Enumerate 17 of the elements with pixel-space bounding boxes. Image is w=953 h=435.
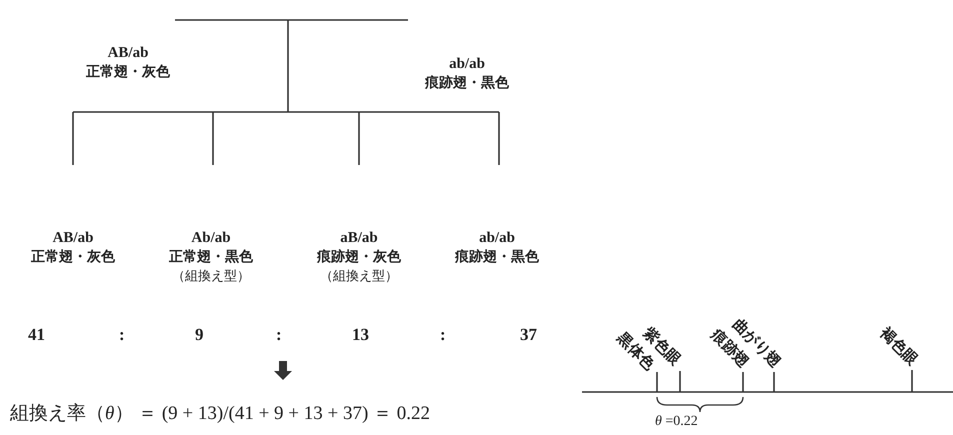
ratio-colon: : bbox=[276, 325, 282, 345]
offspring-label: ab/ab 痕跡翅・黒色 bbox=[455, 229, 539, 267]
map-distance-label: θ =0.22 bbox=[655, 414, 698, 430]
offspring-label: aB/ab 痕跡翅・灰色 （組換え型） bbox=[317, 229, 401, 286]
parent-label: AB/ab 正常翅・灰色 bbox=[86, 44, 170, 82]
cross-tree-line bbox=[72, 19, 500, 166]
count-number: 37 bbox=[520, 325, 537, 345]
count-number: 9 bbox=[195, 325, 204, 345]
count-number: 41 bbox=[28, 325, 45, 345]
gene-name: 褐色眼 bbox=[876, 324, 922, 368]
parent-label: ab/ab 痕跡翅・黒色 bbox=[425, 55, 509, 93]
offspring-label: AB/ab 正常翅・灰色 bbox=[31, 229, 115, 267]
count-number: 13 bbox=[352, 325, 369, 345]
formula: 組換え率（θ） ＝ (9 + 13)/(41 + 9 + 13 + 37) ＝ 0.22 bbox=[10, 402, 430, 426]
offspring-label: Ab/ab 正常翅・黒色 （組換え型） bbox=[169, 229, 253, 286]
ratio-colon: : bbox=[119, 325, 125, 345]
ratio-colon: : bbox=[440, 325, 446, 345]
